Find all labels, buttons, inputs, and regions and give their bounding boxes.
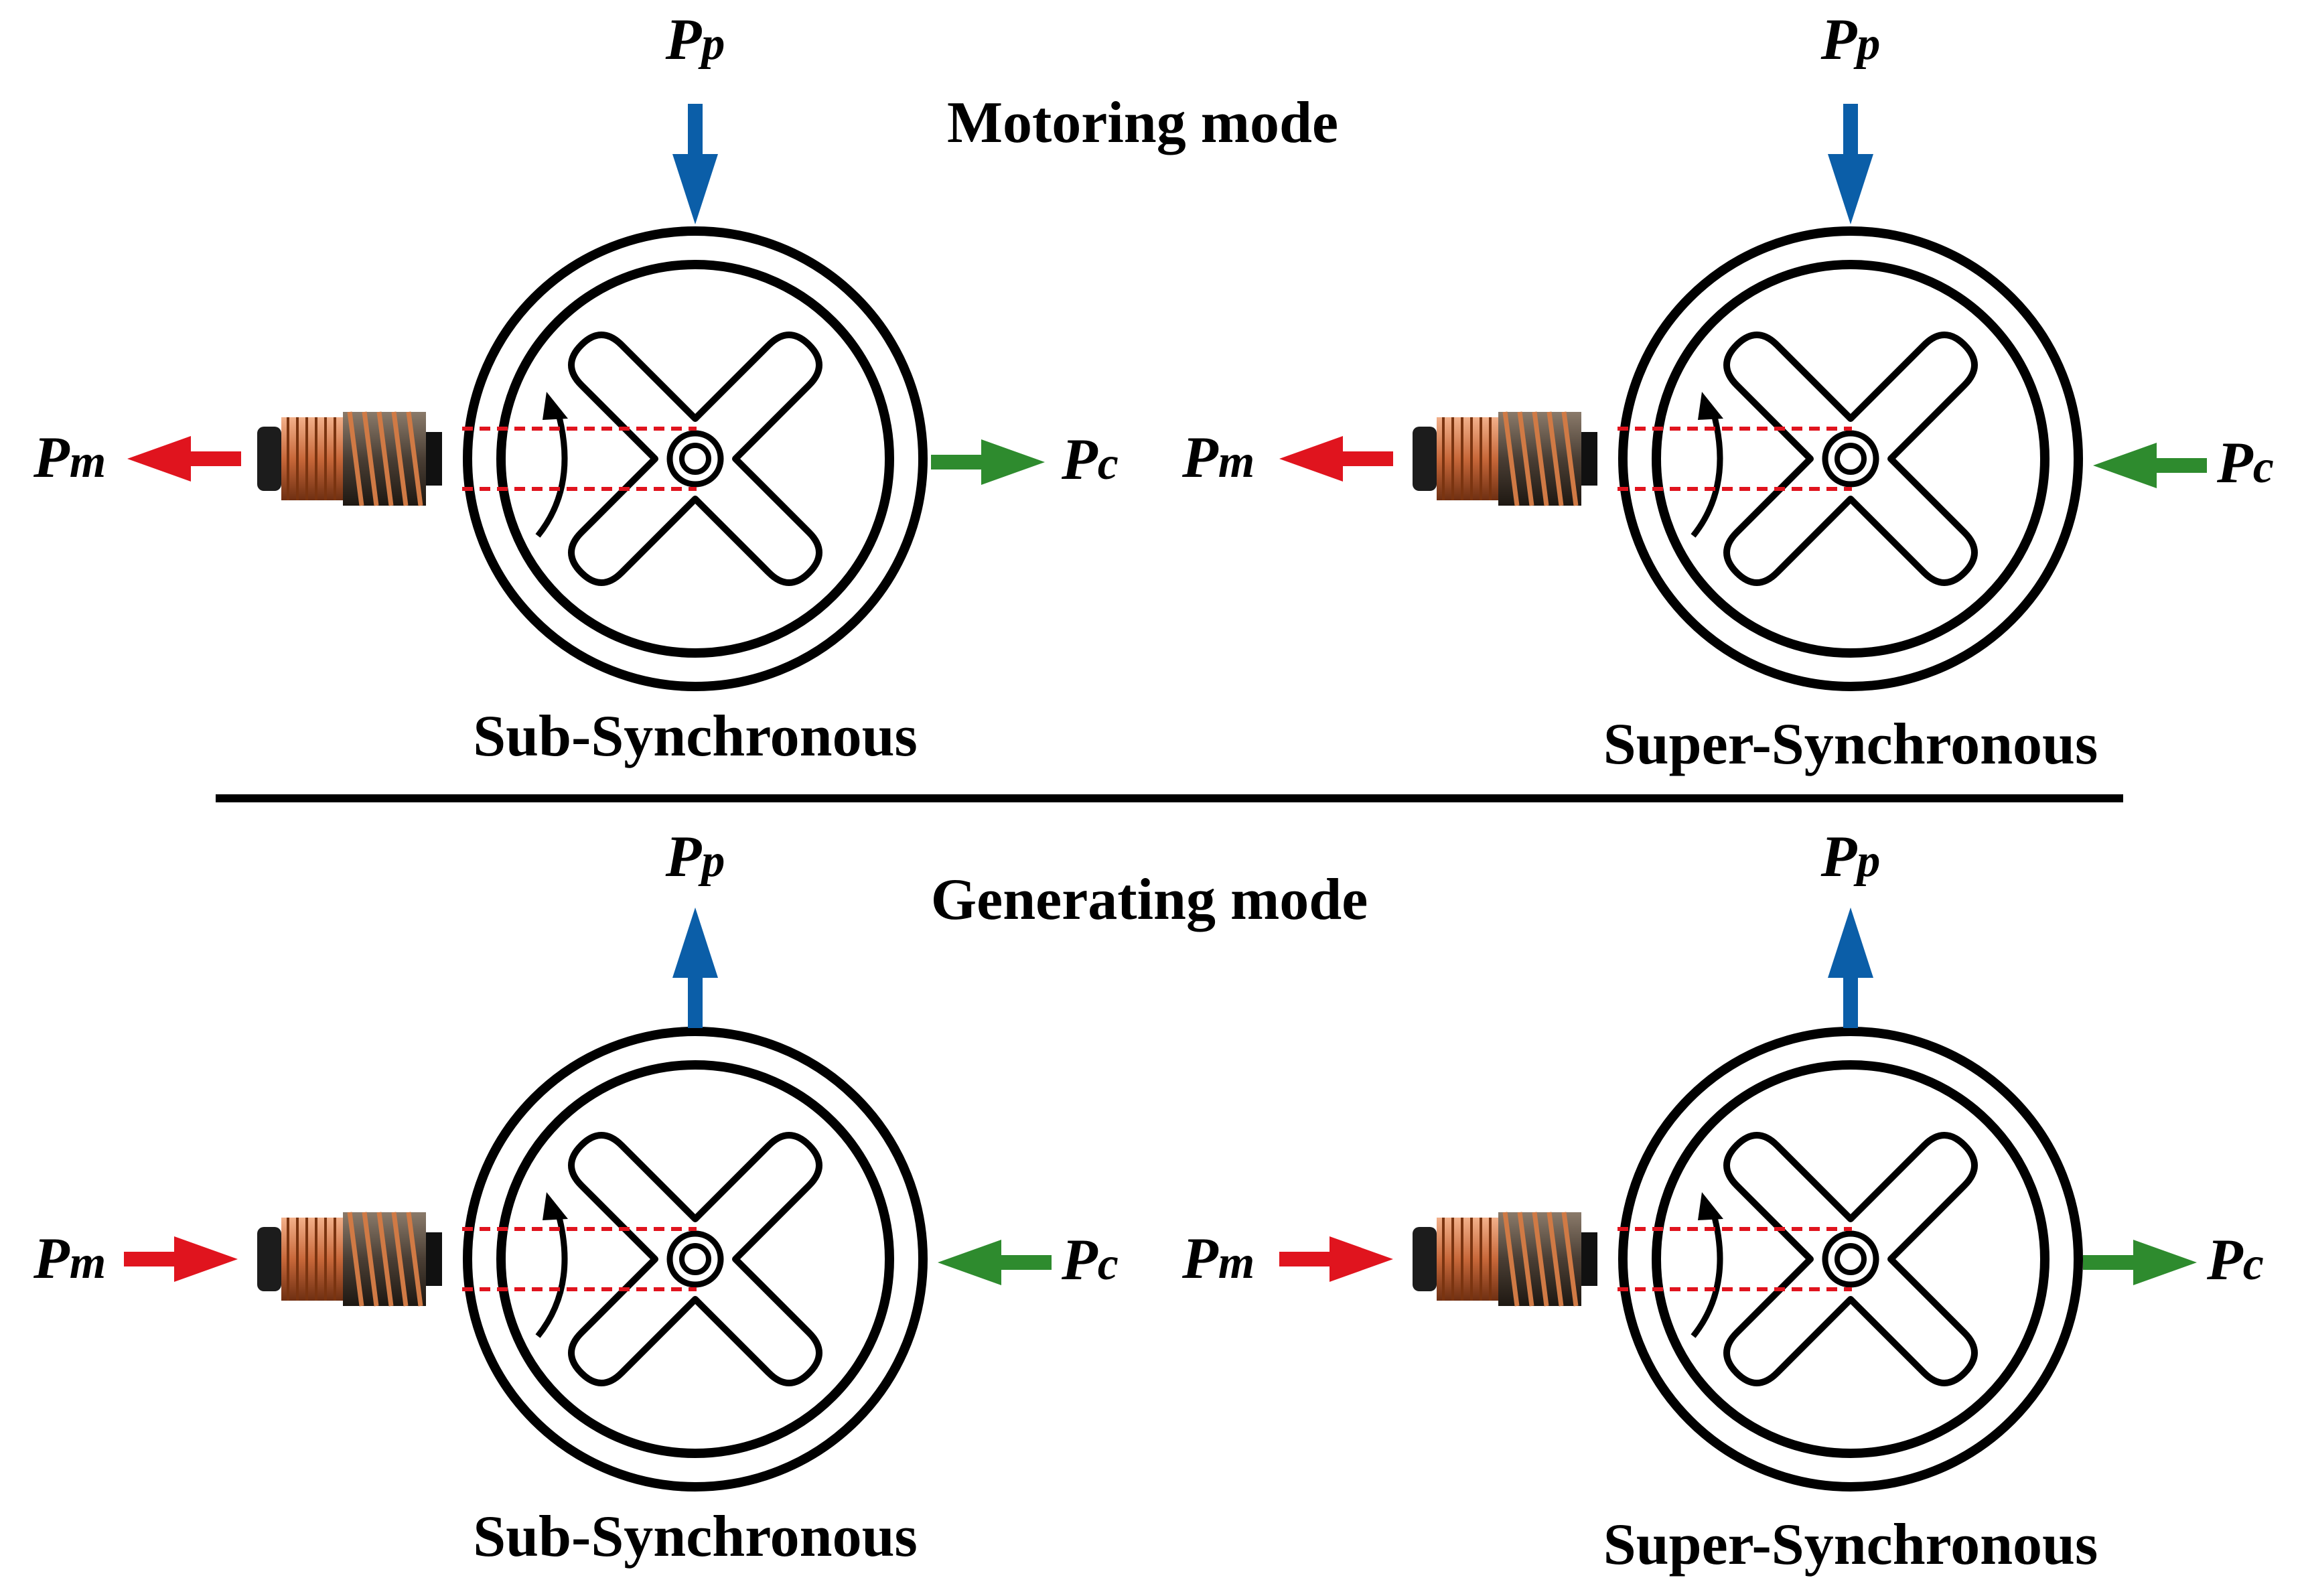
pc-label: Pc [2206, 1228, 2264, 1293]
airgap-dashes [1618, 1227, 1852, 1291]
machine-cross-section [468, 231, 923, 686]
pc-label: Pc [2216, 431, 2274, 496]
pp-arrow-in [672, 104, 718, 224]
armature-icon [1413, 1212, 1597, 1306]
pm-arrow-in [124, 1236, 238, 1282]
pm-arrow-out [1279, 436, 1393, 482]
panel-motoring-sub: Pp Pm Pc Sub-Synchronous [33, 7, 1119, 769]
pc-label: Pc [1061, 1228, 1119, 1293]
pp-label: Pp [665, 7, 725, 72]
pm-arrow-out [127, 436, 241, 482]
pp-arrow-in [1828, 104, 1873, 224]
pm-arrow-in [1279, 1236, 1393, 1282]
panel-generating-super: Pp Pm Pc Super-Synchronous [1181, 824, 2264, 1577]
panel-generating-sub: Pp Pm Pc Sub-Synchronous [33, 824, 1119, 1569]
motoring-mode-title: Motoring mode [947, 90, 1338, 155]
pc-arrow-out [931, 439, 1045, 485]
pp-label: Pp [665, 824, 725, 889]
pp-label: Pp [1820, 7, 1881, 72]
pm-label: Pm [33, 1226, 106, 1291]
pc-arrow-in [2093, 443, 2207, 488]
armature-icon [257, 412, 442, 506]
pp-arrow-out [672, 908, 718, 1028]
machine-cross-section [1623, 231, 2078, 686]
pc-label: Pc [1061, 427, 1119, 492]
pm-label: Pm [1181, 425, 1254, 490]
machine-cross-section [1623, 1031, 2078, 1487]
generating-mode-title: Generating mode [931, 867, 1368, 932]
pm-label: Pm [33, 425, 106, 490]
armature-icon [1413, 412, 1597, 506]
sub-synchronous-caption: Sub-Synchronous [473, 704, 918, 769]
airgap-dashes [462, 1227, 697, 1291]
pp-label: Pp [1820, 824, 1881, 889]
pm-label: Pm [1181, 1226, 1254, 1291]
sub-synchronous-caption: Sub-Synchronous [473, 1504, 918, 1569]
airgap-dashes [462, 427, 697, 491]
airgap-dashes [1618, 427, 1852, 491]
armature-icon [257, 1212, 442, 1306]
pc-arrow-out [2083, 1240, 2197, 1285]
pp-arrow-out [1828, 908, 1873, 1028]
panel-motoring-super: Pp Pm Pc Super-Synchronous [1181, 7, 2274, 777]
super-synchronous-caption: Super-Synchronous [1603, 1512, 2098, 1577]
pc-arrow-in [938, 1240, 1052, 1285]
super-synchronous-caption: Super-Synchronous [1603, 712, 2098, 777]
machine-cross-section [468, 1031, 923, 1487]
